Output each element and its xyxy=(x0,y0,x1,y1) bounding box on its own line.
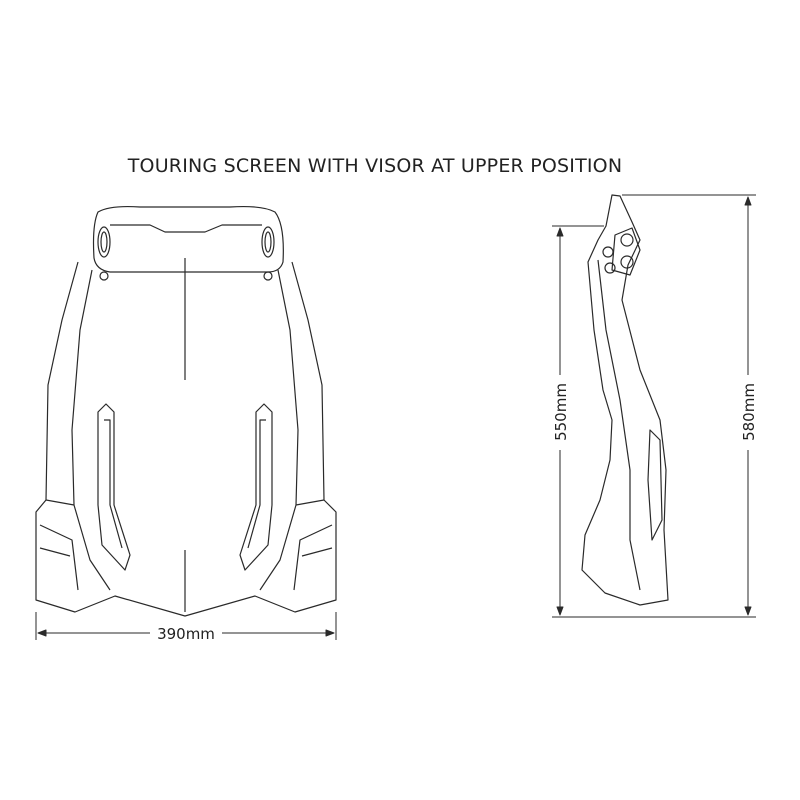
dimension-580-label: 580mm xyxy=(740,383,758,441)
dimension-width xyxy=(35,612,337,640)
visor-outline xyxy=(92,205,284,273)
visor-top-edge xyxy=(110,224,262,233)
front-view-visor xyxy=(92,205,284,281)
vent-left xyxy=(97,403,131,571)
visor-knob-right xyxy=(261,226,275,258)
side-view-screen xyxy=(581,194,669,606)
screen-inner-left xyxy=(71,269,111,591)
dimension-580 xyxy=(622,194,756,616)
diagram-title: TOURING SCREEN WITH VISOR AT UPPER POSIT… xyxy=(127,155,623,177)
screen-outline xyxy=(35,261,337,617)
dimension-550-label: 550mm xyxy=(552,383,570,441)
screen-lower-right xyxy=(293,499,333,591)
front-view-screen xyxy=(35,258,337,617)
vent-right xyxy=(239,403,273,571)
screen-lower-left xyxy=(39,499,79,591)
dimension-width-label: 390mm xyxy=(157,625,215,643)
dimension-550 xyxy=(552,225,756,618)
side-outline xyxy=(581,194,669,606)
visor-knob-left xyxy=(97,226,111,258)
screen-inner-right xyxy=(259,269,299,591)
